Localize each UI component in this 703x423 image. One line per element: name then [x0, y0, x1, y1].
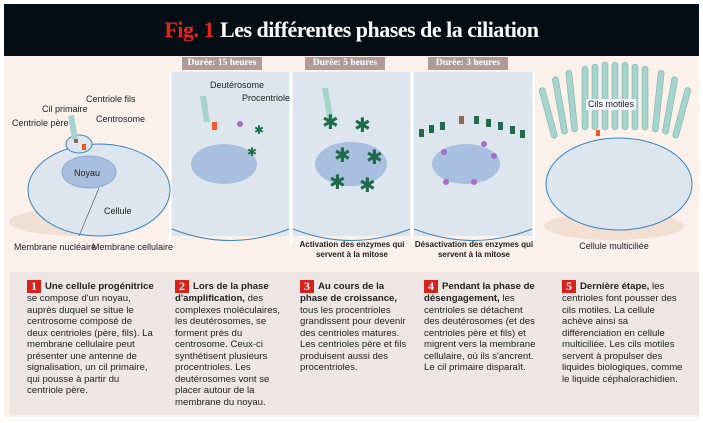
svg-text:✱: ✱	[247, 145, 257, 159]
label-noyau: Noyau	[74, 168, 100, 178]
step-heading: Une cellule progénitrice	[45, 281, 154, 292]
svg-text:✱: ✱	[254, 123, 264, 137]
step-text: des complexes moléculaires, les deutéros…	[175, 293, 281, 408]
svg-text:✱: ✱	[366, 147, 383, 169]
step-heading: Lors de la phase d'amplification,	[175, 281, 269, 304]
duration-badge-phase4: Durée: 3 heures	[428, 57, 508, 70]
figure-number: Fig. 1	[164, 17, 215, 42]
figure-title: Fig. 1 Les différentes phases de la cili…	[4, 4, 699, 56]
ciliation-diagram: Cil primaire Centriole père Centriole fi…	[9, 61, 693, 252]
label-cils-motiles: Cils motiles	[586, 99, 637, 110]
step-text: tous les procentrioles grandissent pour …	[300, 304, 407, 374]
cell-panel-4	[413, 72, 533, 241]
duration-badge-phase3: Durée: 5 heures	[305, 57, 385, 70]
cell-panel-1	[9, 115, 171, 237]
label-centrosome: Centrosome	[96, 114, 145, 124]
step-text: se compose d'un noyau, auprès duquel se …	[27, 293, 153, 396]
step-text: les centrioles font pousser des cils mot…	[562, 281, 683, 385]
cell-panel-5	[539, 61, 693, 240]
step-descriptions: 1 Une cellule progénitrice se compose d'u…	[10, 272, 699, 415]
step-number: 5	[562, 280, 576, 293]
step-number: 4	[424, 280, 438, 293]
label-centriole-pere: Centriole père	[12, 118, 69, 128]
step-number: 3	[300, 280, 314, 293]
svg-text:✱: ✱	[334, 145, 351, 167]
label-procentriole: Procentriole	[242, 93, 290, 103]
caption-phase5: Cellule multiciliée	[579, 241, 649, 251]
caption-phase4: Désactivation des enzymes qui servent à …	[414, 240, 534, 259]
duration-badge-phase2: Durée: 15 heures	[182, 57, 262, 70]
step-1: 1 Une cellule progénitrice se compose d'u…	[27, 280, 155, 397]
label-cellule: Cellule	[104, 206, 132, 216]
step-heading: Pendant la phase de désengagement,	[424, 281, 535, 304]
step-number: 2	[175, 280, 189, 293]
label-cil-primaire: Cil primaire	[42, 104, 88, 114]
label-membrane-nucleaire: Membrane nucléaire	[14, 242, 96, 252]
figure: Fig. 1 Les différentes phases de la cili…	[4, 4, 699, 417]
svg-text:✱: ✱	[354, 115, 371, 137]
label-membrane-cellulaire: Membrane cellulaire	[92, 242, 173, 252]
label-deuterosome: Deutérosome	[210, 80, 264, 90]
label-centriole-fils: Centriole fils	[86, 94, 136, 104]
svg-text:✱: ✱	[329, 172, 346, 194]
step-text: les centrioles se détachent des deutéros…	[424, 293, 536, 373]
caption-phase3: Activation des enzymes qui servent à la …	[299, 240, 405, 259]
title-text: Les différentes phases de la ciliation	[220, 17, 539, 42]
svg-text:✱: ✱	[322, 112, 339, 134]
svg-text:✱: ✱	[359, 175, 376, 197]
cell-panel-2: ✱ ✱	[171, 72, 290, 241]
cell-panel-3: ✱✱✱✱✱✱	[292, 72, 411, 241]
step-5: 5 Dernière étape, les centrioles font pou…	[562, 280, 687, 385]
step-heading: Dernière étape,	[580, 281, 650, 292]
step-number: 1	[27, 280, 41, 293]
step-heading: Au cours de la phase de croissance,	[300, 281, 398, 304]
